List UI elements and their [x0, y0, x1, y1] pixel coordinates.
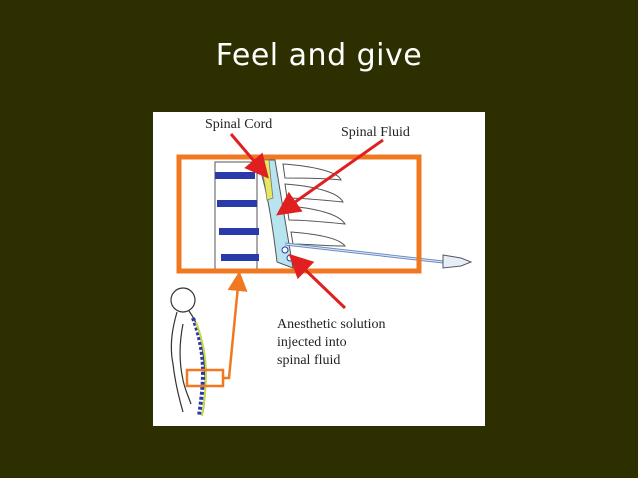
- spinal-cord-label: Spinal Cord: [205, 117, 272, 132]
- anesthetic-label-line-2: injected into: [277, 335, 347, 350]
- anesthetic-label-line-1: Anesthetic solution: [277, 317, 386, 332]
- disc: [219, 228, 259, 235]
- zoom-connector: [223, 271, 248, 380]
- anesthetic-arrow: [288, 253, 347, 310]
- needle: [284, 242, 473, 269]
- spinal-fluid-arrow: [276, 138, 384, 216]
- figure-spine: [191, 317, 206, 417]
- spinal-anesthesia-diagram: Spinal Cord Spinal Fluid Anesthetic solu…: [153, 112, 485, 426]
- disc: [221, 254, 259, 261]
- disc: [215, 172, 255, 179]
- spinal-fluid-label: Spinal Fluid: [341, 125, 410, 140]
- slide-title: Feel and give: [215, 38, 423, 73]
- anesthetic-label-line-3: spinal fluid: [277, 353, 340, 368]
- spinal-cord-arrow: [229, 133, 269, 179]
- spine-section: [214, 159, 347, 271]
- disc: [217, 200, 257, 207]
- human-figure: [170, 287, 208, 417]
